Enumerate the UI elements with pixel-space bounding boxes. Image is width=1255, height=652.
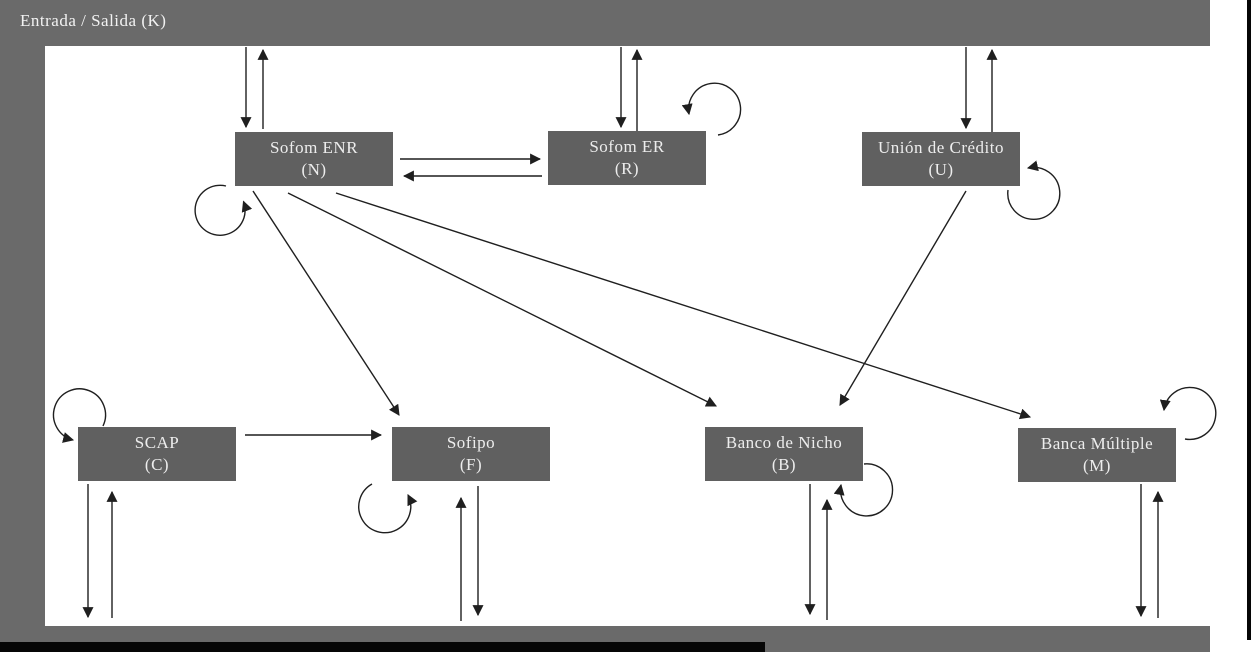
self-loop-r [681,82,742,136]
node-sofipo-label: Sofipo [446,432,496,452]
node-union-de-credito-code: (U) [928,160,954,179]
node-union-de-credito: Unión de Crédito (U) [862,132,1020,186]
bottom-black-strip [0,642,765,652]
node-sofom-enr-code: (N) [301,160,327,179]
frame-left-bar [0,0,45,641]
node-banco-de-nicho-code: (B) [771,455,797,474]
node-sofom-enr-label: Sofom ENR [269,137,359,157]
diagram-title: Entrada / Salida (K) [20,11,167,30]
self-loop-n [194,184,253,236]
edge-u-to-b-arrow [839,190,967,406]
edge-n-to-f-arrow [252,190,400,416]
node-sofipo: Sofipo (F) [392,427,550,481]
node-banca-multiple-code: (M) [1083,456,1111,475]
right-black-edge [1247,0,1251,640]
node-banca-multiple: Banca Múltiple (M) [1018,428,1176,482]
frame-top-bar [0,0,1210,46]
node-banco-de-nicho-label: Banco de Nicho [725,432,843,452]
node-union-de-credito-label: Unión de Crédito [877,137,1005,157]
node-scap-label: SCAP [134,432,180,452]
node-sofom-er: Sofom ER (R) [548,131,706,185]
node-banca-multiple-label: Banca Múltiple [1040,433,1154,453]
node-banco-de-nicho: Banco de Nicho (B) [705,427,863,481]
node-scap-code: (C) [144,455,170,474]
edge-n-to-m-arrow [335,192,1032,420]
node-sofipo-code: (F) [459,455,483,474]
edge-n-to-b-arrow [287,192,717,407]
node-scap: SCAP (C) [78,427,236,481]
node-sofom-enr: Sofom ENR (N) [235,132,393,186]
self-loop-f [358,483,418,534]
node-sofom-er-label: Sofom ER [589,136,665,156]
node-sofom-er-code: (R) [614,159,640,178]
